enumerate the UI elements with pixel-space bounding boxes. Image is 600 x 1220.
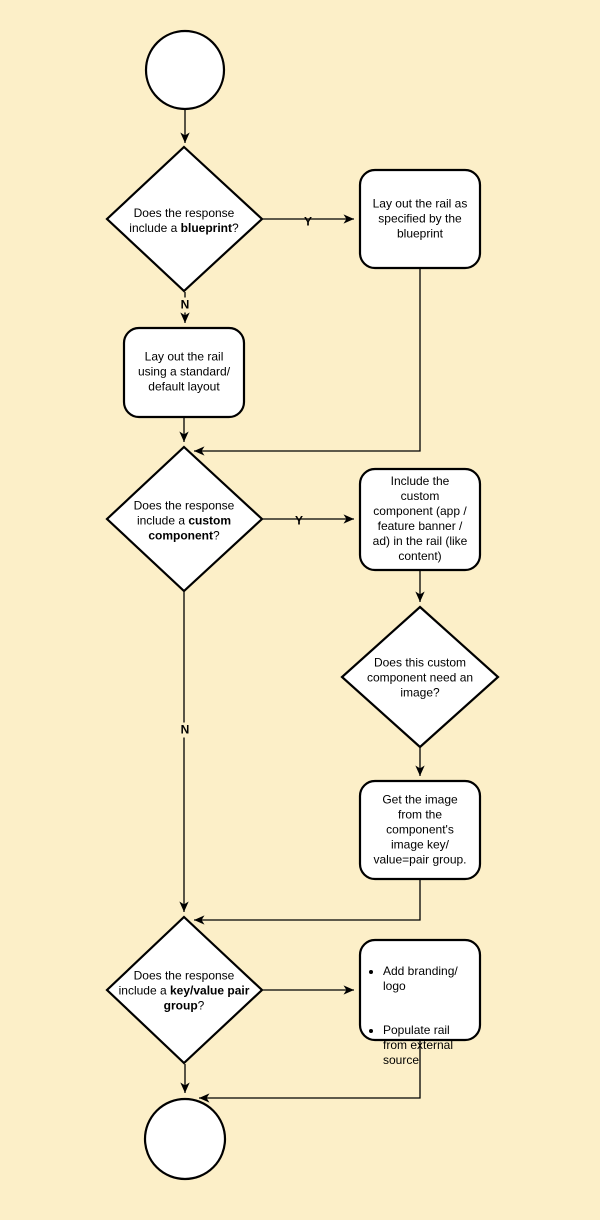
edge-label-yes-custom: Y [294, 513, 304, 528]
process-default-layout-box[interactable] [122, 326, 246, 419]
decision-kvp-text: Does the response include a key/value pa… [116, 969, 252, 1014]
decision-custom-prefix: Does the response include a [133, 498, 235, 528]
process-custom-component-box[interactable] [358, 467, 482, 572]
process-blueprint-box[interactable] [358, 168, 482, 270]
process-get-image-text: Get the image from the component's image… [373, 792, 467, 867]
start-terminator-circle[interactable] [144, 29, 226, 111]
connector-blueprintbox-to-custom [194, 269, 421, 456]
connector-getimage-to-kvp [194, 880, 421, 925]
decision-kvp-suffix: ? [197, 998, 205, 1013]
decision-kvp-diamond[interactable] [105, 915, 264, 1065]
edge-label-yes-blueprint: Y [303, 214, 313, 229]
end-terminator-circle[interactable] [143, 1097, 227, 1181]
edge-label-no-custom: N [177, 722, 193, 738]
branding-bullet-2: Populate rail from external source [383, 1023, 483, 1068]
decision-image-text: Does this custom component need an image… [358, 656, 482, 701]
branding-bullet-1: Add branding/ logo [383, 964, 483, 994]
decision-blueprint-prefix: Does the response include a [129, 206, 235, 235]
decision-image-prefix: Does this custom component need an image… [366, 655, 474, 700]
process-blueprint-text: Lay out the rail as specified by the blu… [372, 196, 468, 241]
edge-label-no-blueprint: N [177, 297, 193, 313]
process-branding-box[interactable] [358, 938, 482, 1042]
decision-custom-suffix: ? [212, 528, 220, 543]
process-custom-component-text: Include the custom component (app / feat… [372, 474, 468, 563]
decision-custom-component-diamond[interactable] [105, 445, 264, 593]
process-branding-list: Add branding/ logo Populate rail from ex… [370, 949, 483, 1083]
connector-brandingbox-to-end [199, 1041, 421, 1103]
decision-blueprint-diamond[interactable] [105, 145, 264, 293]
decision-kvp-prefix: Does the response include a [118, 968, 235, 998]
decision-custom-component-text: Does the response include a custom compo… [122, 499, 246, 544]
decision-blueprint-suffix: ? [232, 221, 239, 235]
decision-image-diamond[interactable] [340, 605, 500, 749]
decision-blueprint-text: Does the response include a blueprint? [122, 206, 246, 236]
decision-kvp-bold: key/value pair group [163, 983, 250, 1013]
decision-blueprint-bold: blueprint [180, 221, 232, 235]
process-get-image-box[interactable] [358, 779, 482, 881]
connectors [179, 110, 425, 1103]
decision-custom-bold: custom component [148, 513, 232, 543]
process-default-layout-text: Lay out the rail using a standard/ defau… [137, 349, 231, 394]
